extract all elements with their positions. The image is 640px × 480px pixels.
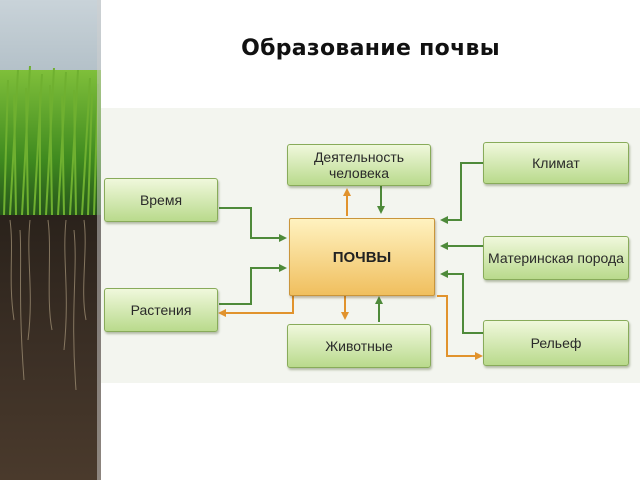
box-plants: Растения — [104, 288, 218, 332]
arrow-soil-to-plants — [218, 296, 294, 317]
slide-title: Образование почвы — [241, 36, 500, 61]
soil-formation-diagram: ПОЧВЫ Деятельность человека Климат Время… — [101, 108, 640, 383]
box-climate: Климат — [483, 142, 629, 184]
connector-lines — [218, 162, 483, 360]
arrow-plants-to-soil — [219, 264, 287, 305]
box-animals: Животные — [287, 324, 431, 368]
arrow-relief-to-soil — [440, 270, 483, 334]
arrow-climate-to-soil — [440, 162, 483, 224]
box-human-activity: Деятельность человека — [287, 144, 431, 186]
arrow-time-to-soil — [219, 207, 287, 242]
grass-soil-photo — [0, 0, 101, 480]
box-relief: Рельеф — [483, 320, 629, 366]
box-parent-rock: Материнская порода — [483, 236, 629, 280]
soil-center-box: ПОЧВЫ — [289, 218, 435, 296]
arrow-soil-to-relief — [437, 295, 483, 360]
box-time: Время — [104, 178, 218, 222]
